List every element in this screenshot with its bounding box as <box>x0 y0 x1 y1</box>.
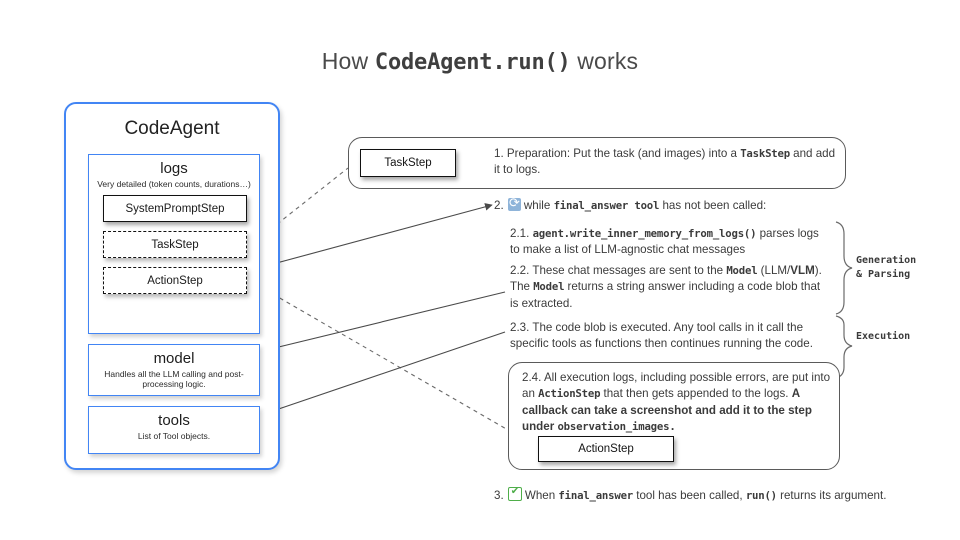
step21-text-a: parses logs to make a list of LLM-agnost… <box>510 227 819 257</box>
step24-number: 2.4. <box>522 371 542 384</box>
label-generation-parsing: Generation & Parsing <box>856 254 916 281</box>
actionstep-chip-label: ActionStep <box>578 443 634 455</box>
actionstep-chip[interactable]: ActionStep <box>538 436 674 462</box>
connector-step22-to-model <box>257 291 506 355</box>
step22-bold-b: VLM <box>790 264 815 277</box>
step21-text: 2.1. agent.write_inner_memory_from_logs(… <box>510 226 830 259</box>
logs-step-taskstep[interactable]: TaskStep <box>103 231 247 258</box>
step2-text-b: has not been called: <box>659 199 767 212</box>
step22-text-b: (LLM/ <box>757 264 791 277</box>
title-prefix: How <box>321 48 375 74</box>
step2-number: 2. <box>494 199 504 212</box>
label-generation-line1: Generation <box>856 255 917 266</box>
step3-number: 3. <box>494 489 504 502</box>
tools-title: tools <box>158 412 190 429</box>
model-subtitle: Handles all the LLM calling and post-pro… <box>104 368 244 390</box>
logs-step-label: ActionStep <box>147 274 203 287</box>
step22-text-c: ). The <box>510 264 822 294</box>
page-title: How CodeAgent.run() works <box>0 48 960 75</box>
logs-subtitle: Very detailed (token counts, durations…) <box>97 178 251 189</box>
step2-code-a: final_answer tool <box>553 199 660 212</box>
title-suffix: works <box>570 48 639 74</box>
step1-number: 1. <box>494 147 504 160</box>
check-icon <box>507 485 522 501</box>
step22-number: 2.2. <box>510 264 530 277</box>
loop-icon <box>507 195 521 211</box>
model-title: model <box>153 350 195 367</box>
step22-text-d: returns a string answer including a code… <box>510 280 821 310</box>
step3-text-b: tool has been called, <box>633 489 746 502</box>
step3-text-c: returns its argument. <box>776 489 887 502</box>
step1-text: 1. Preparation: Put the task (and images… <box>494 146 838 179</box>
step1-code-a: TaskStep <box>740 147 790 160</box>
brace-generation-parsing <box>835 221 853 315</box>
step23-number: 2.3. <box>510 321 530 334</box>
step3-text-a: When <box>524 489 559 502</box>
step22-code-a: Model <box>726 264 758 277</box>
step1-text-a: Preparation: Put the task (and images) i… <box>506 147 741 160</box>
tools-box: tools List of Tool objects. <box>88 406 260 454</box>
step3-code-b: run() <box>745 489 777 502</box>
connector-step23-to-tools <box>257 331 506 418</box>
taskstep-chip-label: TaskStep <box>384 157 432 169</box>
taskstep-chip[interactable]: TaskStep <box>360 149 456 177</box>
label-generation-line2: & Parsing <box>856 268 911 280</box>
logs-step-label: SystemPromptStep <box>125 202 225 215</box>
step2-text-a: while <box>523 199 554 212</box>
step23-text-a: The code blob is executed. Any tool call… <box>510 321 813 351</box>
step21-code-a: agent.write_inner_memory_from_logs() <box>532 227 757 240</box>
step22-code-b: Model <box>533 280 565 294</box>
logs-step-actionstep[interactable]: ActionStep <box>103 267 247 294</box>
connector-logs-to-step2 <box>257 203 493 269</box>
logs-title: logs <box>160 160 188 177</box>
logs-step-label: TaskStep <box>151 238 199 251</box>
step22-text: 2.2. These chat messages are sent to the… <box>510 263 830 312</box>
codeagent-title: CodeAgent <box>124 118 220 139</box>
step3-text: 3. When final_answer tool has been calle… <box>494 485 924 504</box>
codeagent-panel: CodeAgent logs Very detailed (token coun… <box>64 102 280 470</box>
connector-actionstep-to-step24 <box>251 281 509 431</box>
model-box: model Handles all the LLM calling and po… <box>88 344 260 396</box>
step3-code-a: final_answer <box>558 489 634 502</box>
step24-bold-a: A callback can take a screenshot and add… <box>522 387 812 434</box>
step2-text: 2. while final_answer tool has not been … <box>494 195 844 214</box>
logs-step-systempromptstep[interactable]: SystemPromptStep <box>103 195 247 222</box>
label-execution: Execution <box>856 331 911 342</box>
step23-text: 2.3. The code blob is executed. Any tool… <box>510 320 832 353</box>
title-code: CodeAgent.run() <box>374 50 571 75</box>
step24-code-a: ActionStep <box>538 387 601 401</box>
step24-text-a: All execution logs, including possible e… <box>522 371 831 401</box>
step22-text-a: These chat messages are sent to the <box>532 264 727 277</box>
step24-text-b: that then gets appended to the logs. <box>600 387 792 401</box>
step1-text-b: and add it to logs. <box>494 147 836 177</box>
step24-text: 2.4. All execution logs, including possi… <box>522 370 832 436</box>
tools-subtitle: List of Tool objects. <box>137 430 211 441</box>
logs-box: logs Very detailed (token counts, durati… <box>88 154 260 334</box>
step24-code-b: observation_images. <box>557 420 676 434</box>
step21-number: 2.1. <box>510 227 530 240</box>
